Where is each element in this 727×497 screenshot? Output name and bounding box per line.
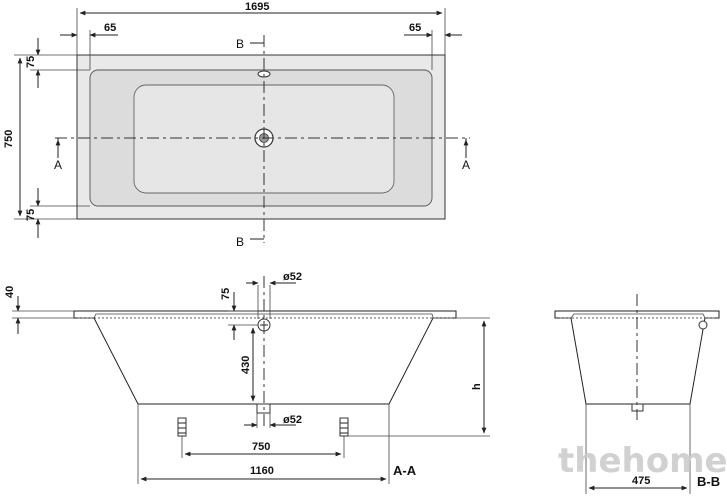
- dim-base-width: 475: [632, 475, 650, 487]
- dim-height: h: [471, 383, 483, 390]
- section-aa-label: A-A: [393, 463, 417, 478]
- dim-overflow-diameter: ø52: [283, 271, 302, 283]
- foot-right-icon: [339, 417, 349, 437]
- dim-waste-diameter: ø52: [283, 414, 302, 426]
- dim-width: 750: [3, 130, 15, 148]
- section-b-bottom-label: B: [236, 235, 244, 249]
- watermark-logo: thehome: [558, 441, 727, 481]
- dim-left-rim: 65: [104, 22, 116, 34]
- dim-bottom-rim: 75: [25, 209, 37, 221]
- section-bb-label: B-B: [697, 474, 720, 489]
- section-b-top-label: B: [236, 37, 244, 51]
- section-bb: 475 B-B: [554, 294, 720, 494]
- top-view: A A B B 1695 65 65 750 75: [3, 1, 470, 249]
- foot-left-icon: [177, 417, 187, 437]
- dim-overall-length: 1695: [245, 1, 269, 13]
- dim-top-rim: 75: [25, 56, 37, 68]
- dim-base-length: 1160: [250, 465, 274, 477]
- dim-depth: 430: [240, 356, 252, 374]
- dim-right-rim: 65: [409, 22, 421, 34]
- section-a-left-label: A: [54, 158, 62, 172]
- dim-rim-height: 40: [4, 286, 16, 298]
- section-a-right-label: A: [462, 158, 470, 172]
- dim-overflow-offset: 75: [220, 288, 232, 300]
- dim-feet-spacing: 750: [252, 441, 270, 453]
- section-aa: 40 75 ø52 430 ø52 750 1160: [4, 271, 490, 484]
